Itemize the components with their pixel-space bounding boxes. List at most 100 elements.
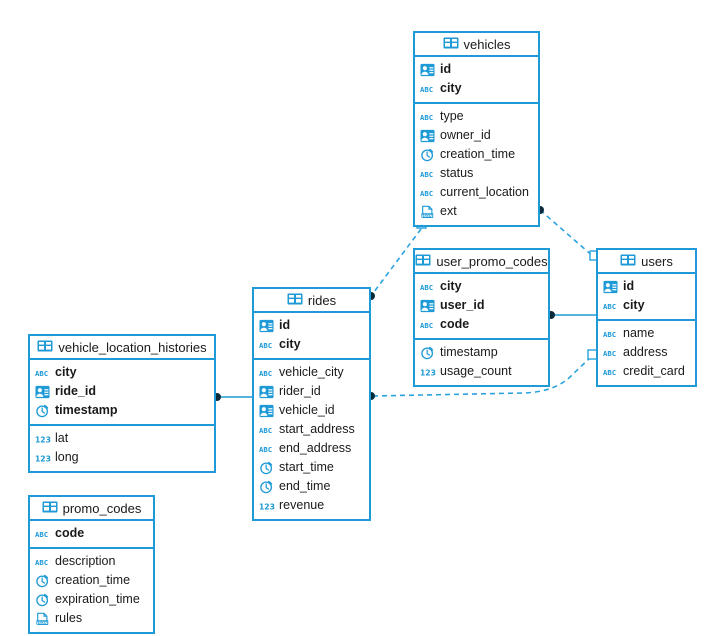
key-id-icon: [259, 319, 274, 333]
svg-text:ABC: ABC: [259, 445, 272, 454]
column-row-owner_id[interactable]: owner_id: [415, 126, 538, 145]
column-row-creation_time[interactable]: creation_time: [415, 145, 538, 164]
edge-vehicle-location-histories-rides[interactable]: [213, 393, 252, 401]
abc-string-icon: ABC: [603, 346, 618, 360]
column-name: start_address: [279, 422, 355, 437]
column-name: long: [55, 450, 79, 465]
column-name: rules: [55, 611, 83, 626]
column-row-ride_id[interactable]: ride_id: [30, 382, 214, 401]
table-title: vehicles: [463, 36, 511, 52]
column-name: user_id: [440, 298, 485, 313]
column-name: current_location: [440, 185, 529, 200]
json-icon: JSON: [35, 612, 50, 626]
clock-timestamp-icon: [259, 480, 274, 494]
column-name: city: [440, 279, 462, 294]
column-row-id[interactable]: id: [254, 316, 369, 335]
abc-string-icon: ABC: [420, 167, 435, 181]
column-row-end_time[interactable]: end_time: [254, 477, 369, 496]
column-name: expiration_time: [55, 592, 140, 607]
column-row-start_address[interactable]: ABC start_address: [254, 420, 369, 439]
column-name: id: [440, 62, 452, 77]
svg-text:123: 123: [420, 368, 436, 377]
column-row-vehicle_id[interactable]: vehicle_id: [254, 401, 369, 420]
column-row-lat[interactable]: 123 lat: [30, 429, 214, 448]
column-row-rules[interactable]: JSON rules: [30, 609, 153, 628]
table-header-users[interactable]: users: [598, 250, 695, 274]
table-header-rides[interactable]: rides: [254, 289, 369, 313]
column-name: city: [55, 365, 77, 380]
table-title: rides: [307, 292, 337, 308]
column-row-creation_time[interactable]: creation_time: [30, 571, 153, 590]
table-header-vehicle_location_histories[interactable]: vehicle_location_histories: [30, 336, 214, 360]
column-row-id[interactable]: id: [415, 60, 538, 79]
column-name: creation_time: [55, 573, 131, 588]
key-id-icon: [259, 404, 274, 418]
column-row-timestamp[interactable]: timestamp: [415, 343, 548, 362]
svg-text:ABC: ABC: [420, 189, 433, 198]
table-header-user_promo_codes[interactable]: user_promo_codes: [415, 250, 548, 274]
column-row-start_time[interactable]: start_time: [254, 458, 369, 477]
table-header-promo_codes[interactable]: promo_codes: [30, 497, 153, 521]
column-row-expiration_time[interactable]: expiration_time: [30, 590, 153, 609]
column-name: end_time: [279, 479, 331, 494]
column-row-id[interactable]: id: [598, 277, 695, 296]
column-name: name: [623, 326, 655, 341]
svg-text:ABC: ABC: [420, 321, 433, 330]
table-grid-icon: [42, 501, 58, 515]
column-row-rider_id[interactable]: rider_id: [254, 382, 369, 401]
column-name: timestamp: [55, 403, 118, 418]
table-header-vehicles[interactable]: vehicles: [415, 33, 538, 57]
column-name: start_time: [279, 460, 334, 475]
table-title: promo_codes: [62, 500, 142, 516]
column-name: lat: [55, 431, 69, 446]
column-name: city: [440, 81, 462, 96]
table-title: users: [641, 253, 673, 269]
column-row-timestamp[interactable]: timestamp: [30, 401, 214, 420]
abc-string-icon: ABC: [259, 423, 274, 437]
table-title: user_promo_codes: [436, 253, 548, 269]
column-row-current_location[interactable]: ABC current_location: [415, 183, 538, 202]
abc-string-icon: ABC: [603, 299, 618, 313]
edge-users-user-promo-codes[interactable]: [547, 311, 596, 319]
123-number-icon: 123: [35, 432, 51, 446]
column-row-code[interactable]: ABC code: [415, 315, 548, 334]
column-name: code: [440, 317, 470, 332]
clock-timestamp-icon: [420, 148, 435, 162]
svg-text:ABC: ABC: [259, 341, 272, 350]
column-name: revenue: [279, 498, 325, 513]
column-row-user_id[interactable]: user_id: [415, 296, 548, 315]
svg-text:123: 123: [35, 435, 51, 444]
column-name: ride_id: [55, 384, 96, 399]
